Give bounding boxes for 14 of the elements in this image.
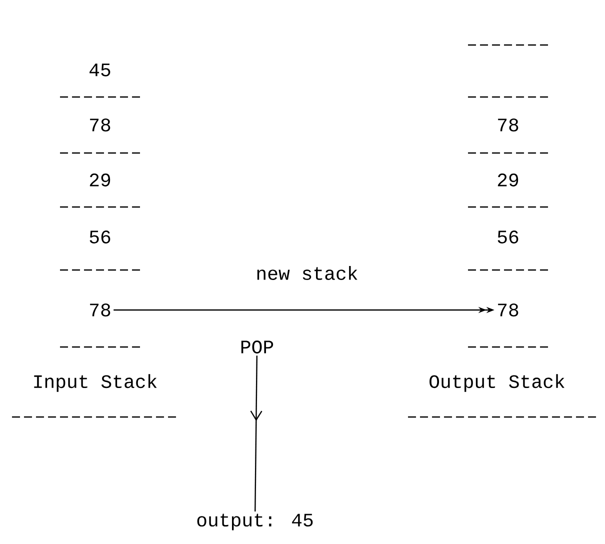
stack-cell: 29: [90, 174, 110, 186]
stack-cell: 78: [498, 304, 518, 316]
stack-caption: Input Stack: [34, 374, 157, 392]
operation-label: POP: [241, 340, 274, 354]
edge-label: new stack: [254, 264, 360, 282]
stack-cell: 78: [498, 118, 518, 132]
stack-cell: 56: [90, 230, 110, 244]
stack-cell: 78: [90, 118, 110, 132]
stack-caption: Output Stack: [430, 374, 564, 392]
stack-cell: 45: [90, 64, 110, 76]
stack-cell: 78: [90, 304, 110, 316]
stack-cell: 56: [498, 230, 518, 244]
stack-cell: 29: [498, 174, 518, 186]
output-text: output: 45: [197, 514, 313, 530]
